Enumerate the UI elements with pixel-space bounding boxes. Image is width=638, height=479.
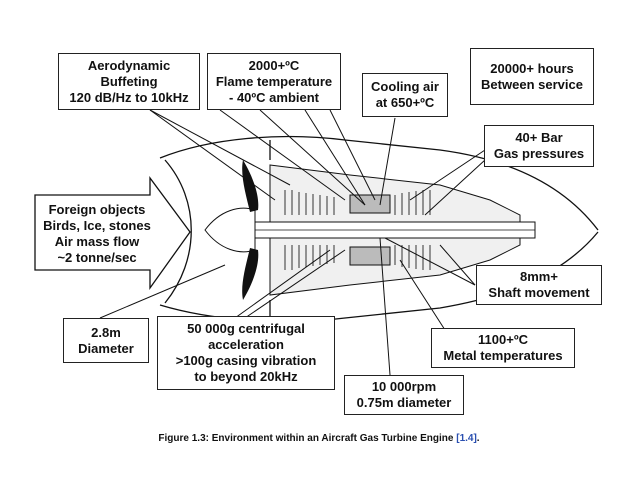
flame-line-1: 2000+ºC <box>248 57 300 73</box>
gas-pressure-box: 40+ Bar Gas pressures <box>484 125 594 167</box>
foreign-line-1: Foreign objects <box>48 202 146 217</box>
cooling-air-box: Cooling air at 650+ºC <box>362 73 448 117</box>
service-hours-box: 20000+ hours Between service <box>470 48 594 105</box>
centrifugal-line-1: 50 000g centrifugal <box>187 321 305 336</box>
foreign-line-4: ~2 tonne/sec <box>57 250 137 265</box>
buffeting-line-3: 120 dB/Hz to 10kHz <box>69 89 189 105</box>
foreign-line-3: Air mass flow <box>54 234 140 249</box>
pressure-line-1: 40+ Bar <box>515 130 563 145</box>
rpm-box: 10 000rpm 0.75m diameter <box>344 375 464 415</box>
diameter-line-2: Diameter <box>78 340 134 356</box>
diameter-box: 2.8m Diameter <box>63 318 149 363</box>
flame-temperature-box: 2000+ºC Flame temperature - 40ºC ambient <box>207 53 341 110</box>
flame-line-3: - 40ºC ambient <box>229 89 319 105</box>
caption-text: Figure 1.3: Environment within an Aircra… <box>158 433 457 444</box>
flame-line-2: Flame temperature <box>215 73 333 89</box>
centrifugal-line-4: to beyond 20kHz <box>194 369 298 384</box>
shaft-movement-box: 8mm+ Shaft movement <box>476 265 602 305</box>
caption-end: . <box>476 433 480 444</box>
foreign-objects-label: Foreign objects Birds, Ice, stones Air m… <box>38 202 156 266</box>
buffeting-line-2: Buffeting <box>100 73 158 89</box>
figure-caption: Figure 1.3: Environment within an Aircra… <box>0 433 638 444</box>
metal-line-1: 1100+ºC <box>478 332 528 347</box>
inlet-arrow <box>34 176 191 291</box>
shaft-line-1: 8mm+ <box>520 269 558 284</box>
fan-blades <box>242 160 259 300</box>
centrifugal-line-3: >100g casing vibration <box>175 353 317 368</box>
shaft-line-2: Shaft movement <box>488 285 590 300</box>
caption-reference-link[interactable]: [1.4] <box>456 433 477 444</box>
spinner <box>204 207 256 253</box>
diameter-line-1: 2.8m <box>91 324 121 340</box>
combustor <box>349 194 391 266</box>
rpm-line-1: 10 000rpm <box>371 379 437 394</box>
foreign-line-2: Birds, Ice, stones <box>43 218 151 233</box>
rpm-line-2: 0.75m diameter <box>356 395 452 410</box>
pressure-line-2: Gas pressures <box>493 146 585 161</box>
centrifugal-line-2: acceleration <box>208 337 284 352</box>
centrifugal-box: 50 000g centrifugal acceleration >100g c… <box>157 316 335 390</box>
metal-line-2: Metal temperatures <box>443 348 563 363</box>
cooling-line-1: Cooling air <box>371 79 439 94</box>
buffeting-line-1: Aerodynamic <box>87 57 171 73</box>
metal-temperature-box: 1100+ºC Metal temperatures <box>431 328 575 368</box>
cooling-line-2: at 650+ºC <box>375 95 435 110</box>
service-line-1: 20000+ hours <box>490 60 574 76</box>
buffeting-box: Aerodynamic Buffeting 120 dB/Hz to 10kHz <box>58 53 200 110</box>
pointer-lines <box>99 109 486 376</box>
service-line-2: Between service <box>481 76 583 92</box>
